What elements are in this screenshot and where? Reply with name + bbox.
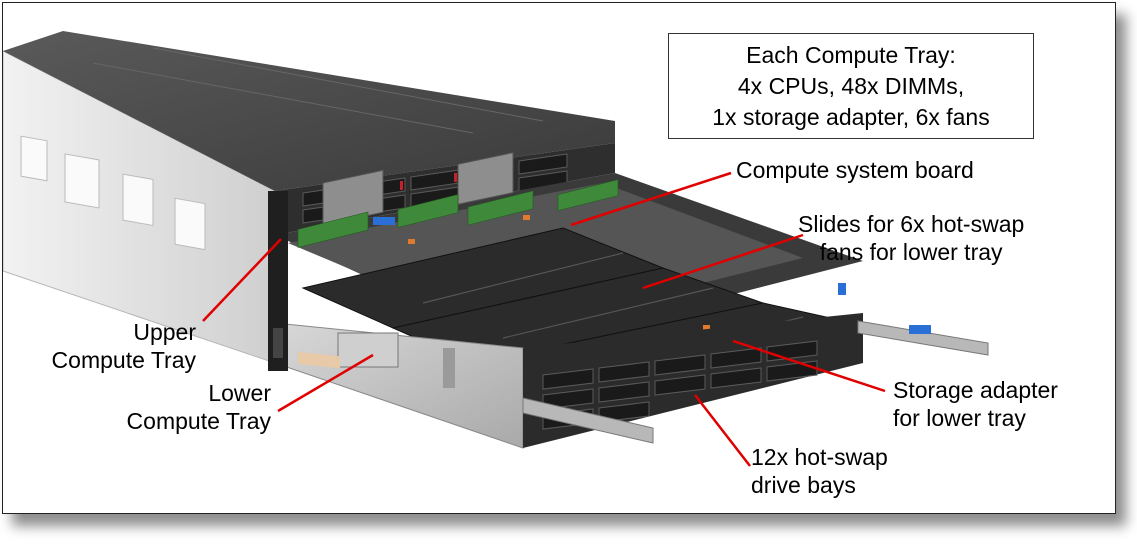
callout-drive-bays: 12x hot-swap drive bays bbox=[751, 444, 888, 498]
figure-frame: Each Compute Tray: 4x CPUs, 48x DIMMs, 1… bbox=[2, 2, 1116, 514]
leader-upper-tray bbox=[202, 238, 282, 322]
callout-upper-compute-tray: Upper Compute Tray bbox=[51, 319, 196, 373]
leader-drive-bays bbox=[694, 394, 751, 467]
front-bezel-rail bbox=[268, 191, 288, 371]
leader-lines bbox=[202, 171, 886, 467]
leader-fan-slides bbox=[642, 233, 804, 290]
callout-storage-adapter: Storage adapter for lower tray bbox=[893, 377, 1058, 431]
callout-fan-slides: Slides for 6x hot-swap fans for lower tr… bbox=[798, 211, 1025, 265]
callout-lower-compute-tray: Lower Compute Tray bbox=[126, 380, 271, 434]
summary-box: Each Compute Tray: 4x CPUs, 48x DIMMs, 1… bbox=[668, 33, 1034, 139]
summary-line-1: Each Compute Tray: bbox=[746, 42, 956, 68]
callout-compute-system-board: Compute system board bbox=[736, 157, 974, 183]
leader-lower-tray bbox=[277, 353, 374, 413]
summary-line-2: 4x CPUs, 48x DIMMs, bbox=[737, 73, 965, 99]
summary-line-3: 1x storage adapter, 6x fans bbox=[712, 104, 990, 130]
leader-storage-adapter bbox=[732, 339, 886, 393]
server-illustration bbox=[3, 31, 989, 467]
chassis-side bbox=[3, 50, 276, 364]
leader-compute-system-board bbox=[570, 171, 732, 227]
chassis-top bbox=[3, 31, 615, 191]
lower-compute-tray bbox=[274, 313, 989, 449]
